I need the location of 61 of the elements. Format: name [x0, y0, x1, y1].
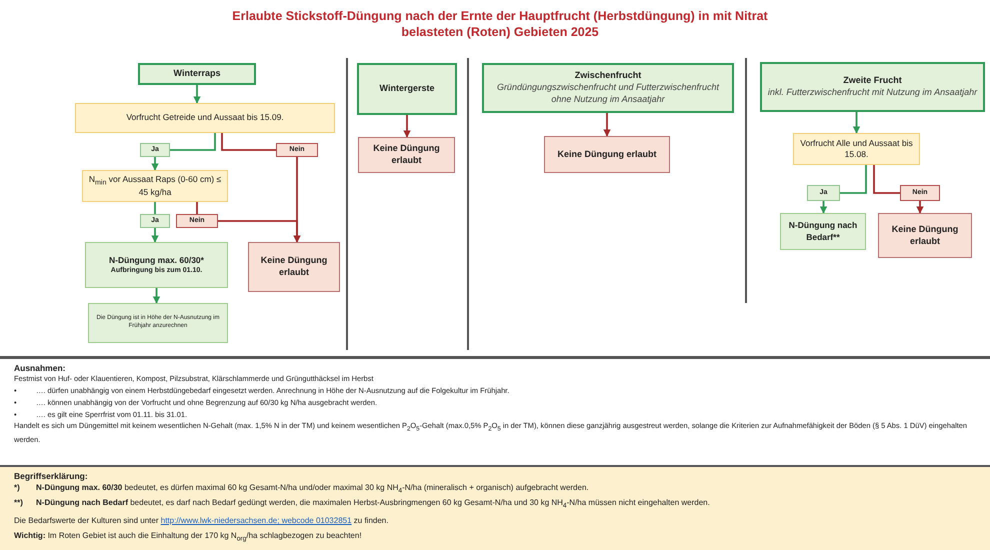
node-text: Vorfrucht Getreide und Aussaat bis 15.09. — [126, 112, 284, 124]
arrow — [403, 115, 411, 138]
arrow — [152, 288, 160, 304]
node-text: N-Düngung max. 60/30* — [109, 254, 204, 266]
definition-text: N-Düngung nach Bedarf bedeutet, es darf nach Bedarf gedüngt werden, die maximalen Herbst-Ausbringmengen 60 kg Gesamt-N/ha und 30 kg NH$_{4}$-N/ha müssen nicht eingehalten werden. — [36, 496, 711, 511]
no-box — [176, 214, 218, 228]
result-box — [544, 136, 670, 173]
arrow — [218, 220, 301, 243]
connector-line — [221, 133, 276, 151]
arrow — [916, 201, 924, 214]
diagram-title: Erlaubte Stickstoff-Düngung nach der Ernte der Hauptfrucht (Herbstdüngung) in mit Nitrat belasteten (Roten) Gebieten 2025 — [231, 8, 769, 40]
result-box — [248, 242, 340, 292]
definition-text: N-Düngung max. 60/30 bedeutet, es dürfen maximal 60 kg Gesamt-N/ha und/oder maximal 30 kg NH$_{4}$-N/ha (mineralisch + organisch) aufgebracht werden. — [36, 482, 590, 497]
arrow — [193, 85, 201, 104]
node-text: Keine Düngung erlaubt — [558, 148, 656, 160]
crop-box — [482, 63, 734, 113]
result-box — [780, 213, 866, 250]
result-box — [358, 137, 455, 173]
node-text: Keine Düngung erlaubt — [372, 143, 441, 167]
note-box — [88, 303, 228, 343]
arrow — [151, 157, 159, 171]
node-text: Wintergerste — [380, 83, 434, 95]
node-text: Vorfrucht Alle und Aussaat bis 15.08. — [799, 138, 914, 160]
arrow — [852, 112, 860, 134]
footnote-mark: **) — [14, 496, 24, 509]
node-text: N-Düngung nach Bedarf** — [788, 220, 858, 243]
connector-line — [170, 133, 216, 151]
crop-box — [138, 63, 256, 85]
connector-line — [154, 202, 156, 214]
yes-box — [140, 214, 170, 228]
connector-line — [196, 202, 198, 214]
condition-box — [793, 133, 920, 165]
arrow — [151, 228, 159, 243]
crop-box — [357, 63, 457, 115]
section-heading: Begriffserklärung: — [14, 470, 89, 482]
result-box — [85, 242, 228, 288]
condition-box — [82, 170, 228, 202]
yes-box — [807, 185, 840, 201]
node-text: Winterraps — [174, 68, 220, 80]
node-text: Keine Düngung erlaubt — [890, 224, 960, 248]
node-text: N$_{min}$ vor Aussaat Raps (0-60 cm) ≤ 45 kg/ha — [88, 174, 222, 198]
link: http://www.lwk-niedersachsen.de; webcode 01032851 — [160, 516, 352, 525]
arrow — [820, 201, 828, 214]
arrow — [603, 113, 611, 137]
node-text: Gründüngungszwischenfrucht und Futterzwischenfrucht ohne Nutzung im Ansaatjahr — [496, 82, 720, 106]
no-box — [276, 143, 318, 157]
connector-line — [840, 165, 867, 194]
note-text: Wichtig: Im Roten Gebiet ist auch die Einhaltung der 170 kg N$_{org}$/ha schlagbezogen zu beachten! — [14, 530, 363, 545]
crop-box — [760, 62, 985, 112]
connector-line — [873, 165, 900, 194]
result-box — [878, 213, 972, 258]
condition-box — [75, 103, 335, 133]
node-text: inkl. Futterzwischenfrucht mit Nutzung im Ansaatjahr — [768, 87, 978, 99]
note-text: Die Bedarfswerte der Kulturen sind unter http://www.lwk-niedersachsen.de; webcode 01032851 zu finden. — [14, 514, 390, 526]
footnote-mark: *) — [14, 482, 21, 494]
node-text: Keine Düngung erlaubt — [260, 255, 328, 279]
node-text: Zwischenfrucht — [574, 70, 642, 82]
no-box — [900, 185, 940, 201]
node-text: Zweite Frucht — [843, 75, 902, 87]
section-heading: Ausnahmen: — [14, 362, 66, 374]
yes-box — [140, 143, 170, 157]
